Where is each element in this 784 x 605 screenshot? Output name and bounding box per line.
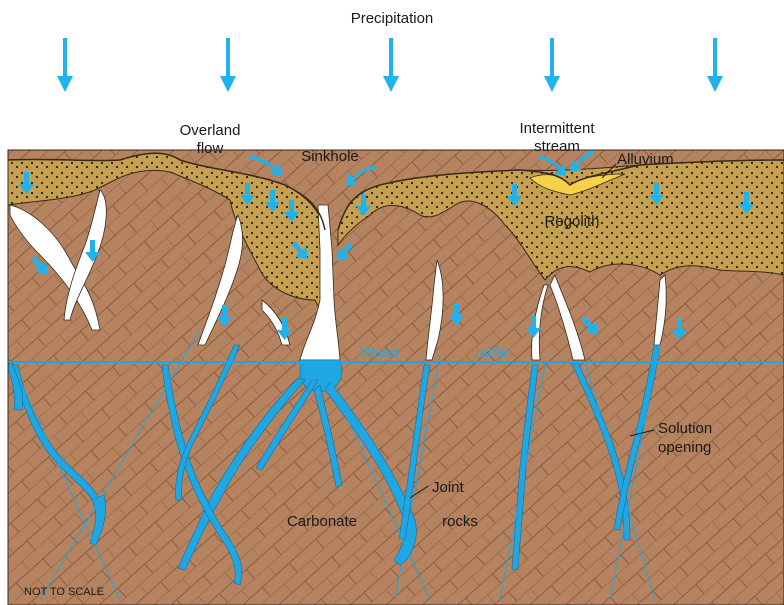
intermittent-stream-label-line2: stream xyxy=(534,138,580,155)
regolith-label: Regolith xyxy=(544,213,599,230)
overland-flow-label-line1: Overland xyxy=(180,122,241,139)
carbonate-label: Carbonate xyxy=(287,513,357,530)
rain-arrow-2 xyxy=(220,38,236,92)
not-to-scale-label: NOT TO SCALE xyxy=(24,586,104,598)
sinkhole-label: Sinkhole xyxy=(301,148,359,165)
rocks-label: rocks xyxy=(442,513,478,530)
precipitation-arrows xyxy=(57,38,723,92)
overland-flow-label-line2: flow xyxy=(197,140,224,157)
alluvium-label: Alluvium xyxy=(617,151,674,168)
water-label: Water xyxy=(360,344,399,361)
precipitation-label: Precipitation xyxy=(351,10,434,27)
table-label: table xyxy=(476,344,509,361)
rain-arrow-4 xyxy=(544,38,560,92)
solution-opening-label-line2: opening xyxy=(658,439,711,456)
intermittent-stream-label-line1: Intermittent xyxy=(519,120,595,137)
rain-arrow-5 xyxy=(707,38,723,92)
solution-opening-label-line1: Solution xyxy=(658,420,712,437)
rain-arrow-3 xyxy=(383,38,399,92)
rain-arrow-1 xyxy=(57,38,73,92)
joint-label: Joint xyxy=(432,479,465,496)
